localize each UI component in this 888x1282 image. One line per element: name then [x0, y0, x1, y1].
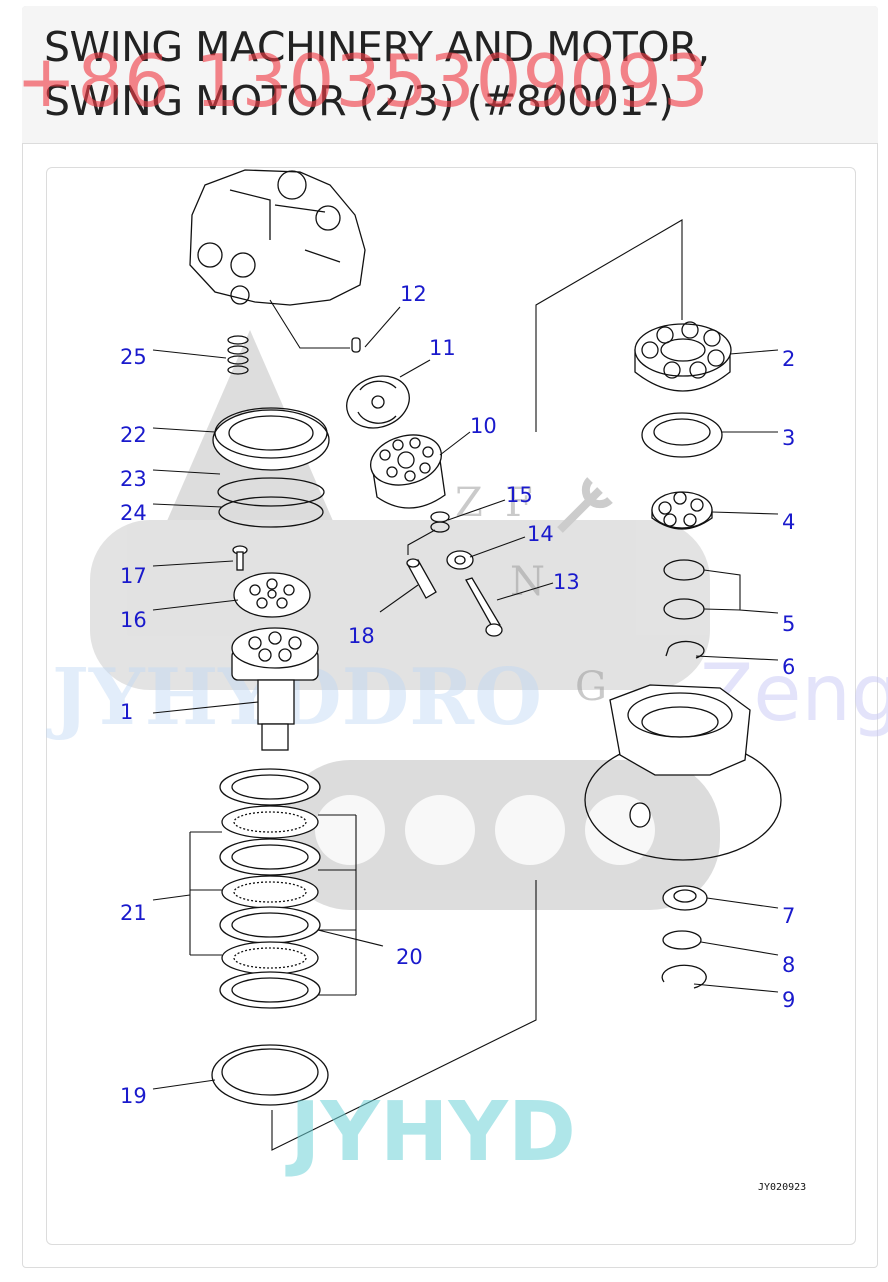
- callout-labels: 1 2 3 4 5 6 7 8 9 10 11 12 13 14 15 16 1…: [120, 282, 795, 1108]
- callout-12: 12: [400, 282, 427, 306]
- part-housing: [584, 684, 782, 861]
- callout-2: 2: [782, 347, 795, 371]
- callout-15: 15: [506, 483, 533, 507]
- title-line-2: SWING MOTOR (2/3) (#80001-): [44, 77, 674, 125]
- callout-3: 3: [782, 426, 795, 450]
- callout-25: 25: [120, 345, 147, 369]
- header: [22, 6, 878, 144]
- logo-letter-n: N: [510, 559, 545, 605]
- logo-letter-g: G: [575, 664, 607, 710]
- drawing-code: JY020923: [758, 1182, 806, 1193]
- part-valve-block: [189, 169, 366, 306]
- callout-10: 10: [470, 414, 497, 438]
- callout-8: 8: [782, 953, 795, 977]
- part-7-oil-seal: [662, 885, 708, 911]
- part-10-cylinder-block: [370, 434, 446, 509]
- part-23-o-ring: [217, 477, 325, 507]
- callout-13: 13: [553, 570, 580, 594]
- part-8-ring: [662, 930, 702, 950]
- part-6-snap-ring: [665, 640, 705, 659]
- part-11-valve-plate: [346, 375, 410, 429]
- part-1-shaft: [231, 627, 319, 751]
- part-14-collar: [446, 550, 474, 570]
- callout-5: 5: [782, 612, 795, 636]
- part-17-bolt: [232, 545, 248, 571]
- part-9-snap-ring: [661, 964, 707, 989]
- part-24-o-ring: [218, 496, 324, 528]
- callout-9: 9: [782, 988, 795, 1012]
- part-13-piston: [465, 577, 503, 637]
- phone-watermark: +86 13035309093: [16, 39, 710, 123]
- part-12-pin: [351, 337, 361, 353]
- callout-1: 1: [120, 700, 133, 724]
- part-2-bearing: [634, 321, 732, 392]
- callout-4: 4: [782, 510, 795, 534]
- part-22-ring: [212, 407, 330, 471]
- callout-7: 7: [782, 904, 795, 928]
- callout-19: 19: [120, 1084, 147, 1108]
- leader-lines: [152, 219, 779, 1151]
- callout-22: 22: [120, 423, 147, 447]
- callout-17: 17: [120, 564, 147, 588]
- part-16-retainer-plate: [233, 572, 311, 618]
- jyhyd-watermark: JYHYD: [285, 1085, 576, 1180]
- callout-16: 16: [120, 608, 147, 632]
- callout-6: 6: [782, 655, 795, 679]
- part-3-bearing-cup: [641, 412, 723, 458]
- part-18-piston: [406, 558, 437, 599]
- callout-18: 18: [348, 624, 375, 648]
- callout-20: 20: [396, 945, 423, 969]
- part-25-springs: [227, 335, 249, 375]
- callout-24: 24: [120, 501, 147, 525]
- part-19-ring: [211, 1044, 329, 1106]
- callout-14: 14: [527, 522, 554, 546]
- part-15-spring: [430, 511, 450, 533]
- logo-letter-z: Z: [455, 480, 483, 526]
- callout-21: 21: [120, 901, 147, 925]
- callout-23: 23: [120, 467, 147, 491]
- callout-11: 11: [429, 336, 456, 360]
- title-line-1: SWING MACHINERY AND MOTOR,: [44, 23, 710, 71]
- logo-letter-f: F: [505, 480, 533, 526]
- logo-watermark: Z F N G: [90, 330, 720, 910]
- part-4-roller-bearing: [651, 491, 713, 530]
- part-20-21-disc-stack: [219, 768, 321, 1009]
- page-title: SWING MACHINERY AND MOTOR, SWING MOTOR (…: [44, 20, 864, 128]
